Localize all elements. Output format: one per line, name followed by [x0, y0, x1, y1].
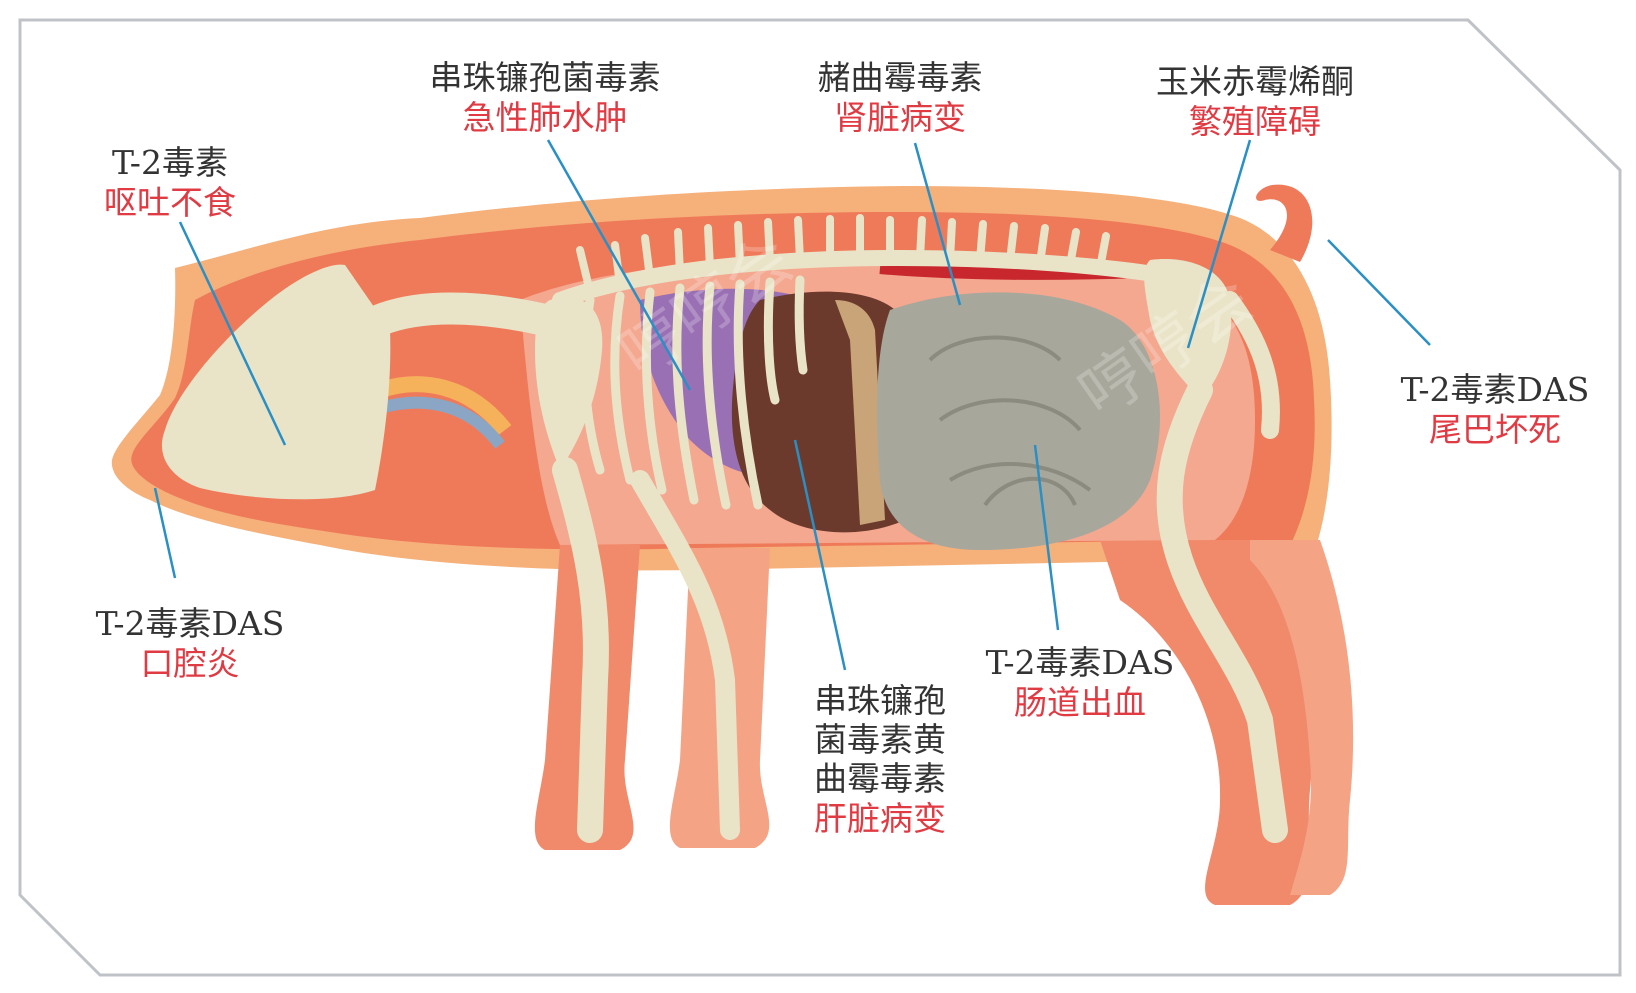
pointer-kidney: [913, 142, 962, 306]
label-kidney-lesion: 赭曲霉毒素 肾脏病变: [785, 58, 1015, 137]
label-stomatitis: T-2毒素DAS 口腔炎: [70, 604, 310, 683]
label-toxin: T-2毒素DAS: [985, 643, 1175, 682]
label-effect: 呕吐不食: [104, 182, 236, 222]
label-tail-necrosis: T-2毒素DAS 尾巴坏死: [1375, 370, 1615, 449]
label-toxin: T-2毒素DAS: [1400, 370, 1590, 409]
pig-leg-rear-a: [1100, 540, 1313, 905]
label-mouth-vomit: T-2毒素 呕吐不食: [60, 143, 280, 222]
rear-leg-bone-b: [1221, 291, 1280, 439]
neck-vertebrae: [364, 292, 561, 336]
pointer-lung: [546, 139, 692, 391]
dorsal-spines: [576, 214, 1110, 296]
label-toxin: 赭曲霉毒素: [817, 58, 983, 97]
label-effect: 急性肺水肿: [462, 97, 628, 137]
scapula: [535, 297, 603, 470]
label-toxin: T-2毒素: [112, 143, 228, 182]
intestine-coils: [928, 335, 1092, 507]
label-toxin-line-1: 串珠镰孢: [814, 681, 946, 720]
label-toxin-line-3: 曲霉毒素: [814, 758, 946, 798]
stomach-band: [835, 300, 885, 525]
pointer-liver: [793, 439, 847, 671]
ribs: [580, 275, 808, 510]
label-effect: 口腔炎: [140, 643, 240, 683]
rear-leg-bone-a: [1156, 377, 1288, 843]
label-effect: 肝脏病变: [814, 798, 946, 838]
pig-tail: [1256, 184, 1313, 262]
label-intestinal-bleeding: T-2毒素DAS 肠道出血: [960, 643, 1200, 722]
pointer-intestine: [1033, 444, 1060, 631]
front-leg-bone-a: [552, 457, 609, 843]
label-effect: 肾脏病变: [834, 97, 966, 137]
label-toxin: 串珠镰孢菌毒素: [429, 58, 661, 97]
intestine: [877, 292, 1160, 550]
neck-vessel-orange: [372, 376, 512, 436]
neck-vessel-blue: [378, 396, 505, 449]
label-toxin-line-2: 菌毒素黄: [814, 719, 946, 759]
pointer-mouth-top: [178, 221, 287, 446]
label-effect: 繁殖障碍: [1189, 101, 1321, 141]
label-reproductive-disorder: 玉米赤霉烯酮 繁殖障碍: [1130, 62, 1380, 141]
skull: [161, 264, 391, 500]
pelvis: [1144, 259, 1232, 400]
pig-leg-rear-b: [1250, 540, 1354, 895]
pointer-lines: [153, 139, 1431, 671]
front-leg-bone-b: [630, 470, 740, 840]
label-effect: 尾巴坏死: [1429, 409, 1561, 449]
label-liver-lesion: 串珠镰孢 菌毒素黄 曲霉毒素 肝脏病变: [790, 681, 970, 838]
label-lung-edema: 串珠镰孢菌毒素 急性肺水肿: [395, 58, 695, 137]
label-toxin: 玉米赤霉烯酮: [1156, 62, 1354, 101]
pointer-tail: [1327, 239, 1431, 346]
label-toxin: T-2毒素DAS: [95, 604, 285, 643]
pointer-mouth-bottom: [153, 487, 177, 579]
pointer-repro: [1186, 139, 1252, 349]
label-effect: 肠道出血: [1014, 682, 1146, 722]
